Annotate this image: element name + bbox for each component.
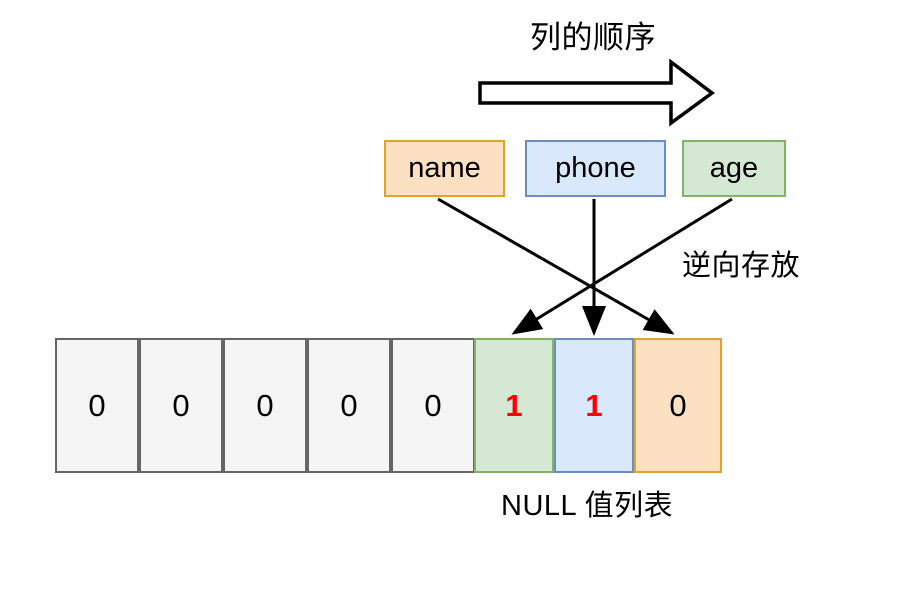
bitmap-cell-4: 0 — [391, 338, 475, 473]
column-box-name: name — [384, 140, 505, 197]
bitmap-cell-value: 0 — [669, 387, 687, 423]
bitmap-cell-1: 0 — [139, 338, 223, 473]
bitmap-cell-5-age: 1 — [474, 338, 554, 473]
null-bitmap-caption: NULL 值列表 — [501, 490, 674, 522]
bitmap-cell-value: 1 — [505, 387, 523, 423]
bitmap-cell-3: 0 — [307, 338, 391, 473]
bitmap-cell-6-phone: 1 — [554, 338, 634, 473]
column-order-title: 列的顺序 — [530, 20, 656, 55]
bitmap-cell-value: 0 — [340, 387, 358, 423]
bitmap-cell-7-name: 0 — [634, 338, 722, 473]
mapping-arrow-name — [437, 197, 675, 335]
column-box-age: age — [682, 140, 786, 197]
bitmap-cell-value: 0 — [256, 387, 274, 423]
bitmap-cell-value: 0 — [172, 387, 190, 423]
bitmap-cell-0: 0 — [55, 338, 139, 473]
bitmap-cell-2: 0 — [223, 338, 307, 473]
bitmap-cell-value: 0 — [424, 387, 442, 423]
bitmap-cell-value: 1 — [585, 387, 603, 423]
column-box-phone: phone — [525, 140, 666, 197]
block-arrow-right-icon — [478, 58, 715, 127]
reverse-storage-label: 逆向存放 — [682, 250, 801, 282]
bitmap-cell-value: 0 — [88, 387, 106, 423]
